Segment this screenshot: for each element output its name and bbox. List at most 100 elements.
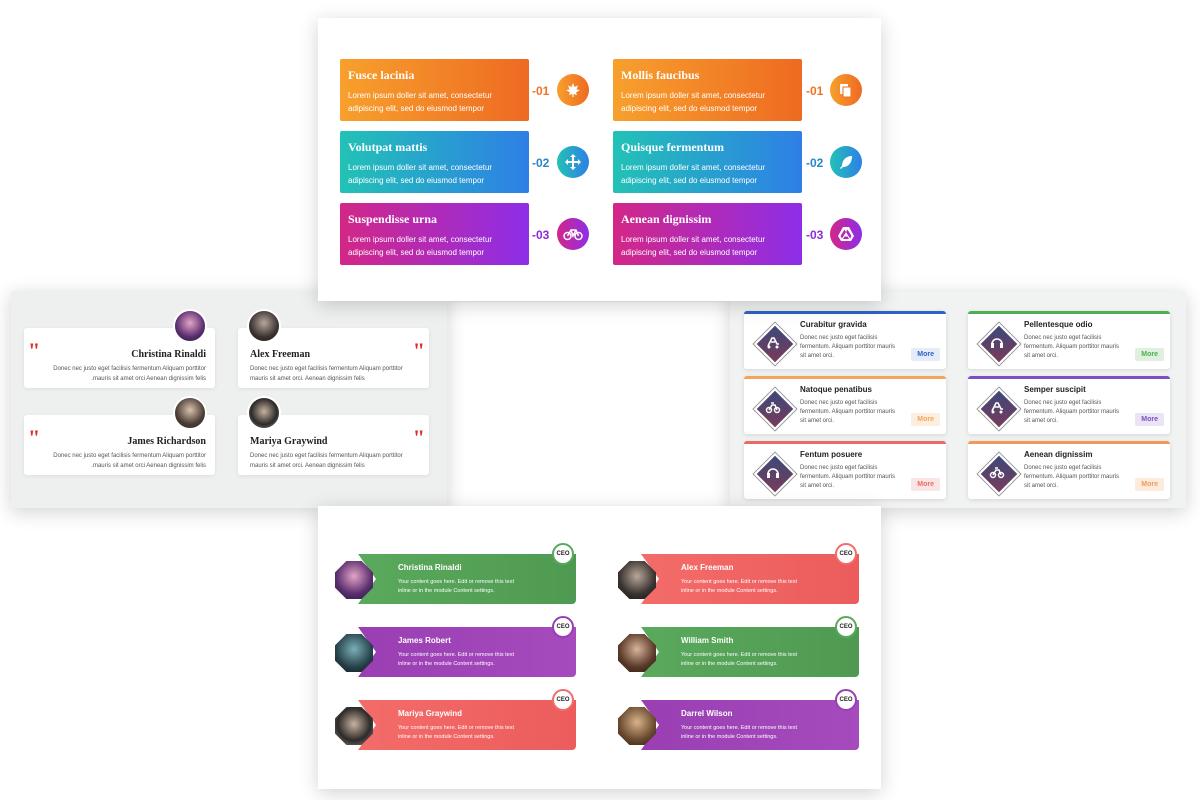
- more-button[interactable]: More: [911, 478, 940, 491]
- member-desc: Your content goes here. Edit or remove t…: [681, 578, 831, 596]
- testimonials-panel: " Christina Rinaldi Donec nec justo eget…: [11, 291, 447, 508]
- testimonial-name: James Richardson: [127, 436, 206, 447]
- feature-title: Aenean dignissim: [621, 212, 712, 226]
- feature-desc-line: Lorem ipsum doller sit amet, consectetur: [621, 91, 766, 100]
- feature-number: -01: [806, 84, 824, 98]
- member-avatar: [335, 707, 373, 745]
- feature-desc-line: Lorem ipsum doller sit amet, consectetur: [348, 91, 493, 100]
- service-desc: Donec nec justo eget facilisis fermentum…: [1024, 465, 1120, 489]
- feature-card[interactable]: Quisque fermentum Lorem ipsum doller sit…: [613, 131, 802, 193]
- team-banner[interactable]: James Robert Your content goes here. Edi…: [358, 627, 576, 677]
- member-name: James Robert: [398, 636, 451, 645]
- member-desc-line: inline or in the module Content settings…: [398, 588, 495, 594]
- member-desc: Your content goes here. Edit or remove t…: [681, 724, 831, 742]
- drive-icon: [830, 218, 862, 250]
- service-title: Aenean dignissim: [1024, 450, 1093, 459]
- testimonial-text-line: Donec nec justo eget facilisis fermentum…: [250, 453, 403, 459]
- team-banner[interactable]: Alex Freeman Your content goes here. Edi…: [641, 554, 859, 604]
- service-title: Natoque penatibus: [800, 385, 873, 394]
- feature-number: -01: [532, 84, 550, 98]
- feature-desc-line: Lorem ipsum doller sit amet, consectetur: [348, 235, 493, 244]
- ceo-badge: CEO: [552, 616, 574, 638]
- team-banner[interactable]: Darrel Wilson Your content goes here. Ed…: [641, 700, 859, 750]
- ceo-badge: CEO: [552, 689, 574, 711]
- headphones-icon: [977, 322, 1021, 366]
- member-avatar: [335, 561, 373, 599]
- member-desc: Your content goes here. Edit or remove t…: [398, 578, 548, 596]
- testimonial-text-line: .mauris sit amet orci Aenean dignissim f…: [91, 376, 206, 382]
- member-desc-line: Your content goes here. Edit or remove t…: [681, 579, 797, 585]
- feature-title: Mollis faucibus: [621, 68, 700, 82]
- member-avatar: [618, 707, 656, 745]
- quote-icon: ": [412, 338, 425, 363]
- testimonial-name: Alex Freeman: [250, 349, 311, 360]
- member-desc-line: inline or in the module Content settings…: [681, 734, 778, 740]
- more-button[interactable]: More: [911, 348, 940, 361]
- member-desc: Your content goes here. Edit or remove t…: [398, 724, 548, 742]
- services-panel: Curabitur gravida Donec nec justo eget f…: [730, 291, 1186, 508]
- member-desc: Your content goes here. Edit or remove t…: [681, 651, 831, 669]
- member-desc-line: inline or in the module Content settings…: [398, 661, 495, 667]
- testimonial-name: Mariya Graywind: [250, 436, 328, 447]
- feature-card[interactable]: Fusce lacinia Lorem ipsum doller sit ame…: [340, 59, 529, 121]
- testimonial-name: Christina Rinaldi: [131, 349, 206, 360]
- feature-card[interactable]: Suspendisse urna Lorem ipsum doller sit …: [340, 203, 529, 265]
- member-name: Darrel Wilson: [681, 709, 733, 718]
- feature-card[interactable]: Mollis faucibus Lorem ipsum doller sit a…: [613, 59, 802, 121]
- more-button[interactable]: More: [1135, 348, 1164, 361]
- more-button[interactable]: More: [1135, 478, 1164, 491]
- feature-number: -03: [532, 228, 550, 242]
- service-desc: Donec nec justo eget facilisis fermentum…: [1024, 400, 1120, 424]
- more-button[interactable]: More: [911, 413, 940, 426]
- member-avatar: [335, 634, 373, 672]
- member-desc-line: Your content goes here. Edit or remove t…: [681, 725, 797, 731]
- feature-title: Suspendisse urna: [348, 212, 438, 226]
- feature-card[interactable]: Aenean dignissim Lorem ipsum doller sit …: [613, 203, 802, 265]
- service-desc: Donec nec justo eget facilisis fermentum…: [1024, 335, 1120, 359]
- service-card[interactable]: Curabitur gravida Donec nec justo eget f…: [744, 311, 946, 369]
- service-card[interactable]: Fentum posuere Donec nec justo eget faci…: [744, 441, 946, 499]
- member-name: Christina Rinaldi: [398, 563, 462, 572]
- quote-icon: ": [28, 338, 41, 363]
- testimonial-text-line: .mauris sit amet orci Aenean dignissim f…: [91, 463, 206, 469]
- bicycle-icon: [557, 218, 589, 250]
- member-desc-line: inline or in the module Content settings…: [681, 661, 778, 667]
- member-desc-line: Your content goes here. Edit or remove t…: [398, 725, 514, 731]
- quote-icon: ": [412, 425, 425, 450]
- feature-number: -03: [806, 228, 824, 242]
- more-button[interactable]: More: [1135, 413, 1164, 426]
- ceo-badge: CEO: [835, 689, 857, 711]
- testimonial-text-line: Donec nec justo eget facilisis fermentum…: [53, 366, 206, 372]
- service-card[interactable]: Natoque penatibus Donec nec justo eget f…: [744, 376, 946, 434]
- team-banner[interactable]: William Smith Your content goes here. Ed…: [641, 627, 859, 677]
- service-card[interactable]: Pellentesque odio Donec nec justo eget f…: [968, 311, 1170, 369]
- avatar: [173, 309, 207, 343]
- feature-desc-line: adipiscing elit, sed do eiusmod tempor: [621, 248, 758, 257]
- team-banner[interactable]: Mariya Graywind Your content goes here. …: [358, 700, 576, 750]
- member-name: Alex Freeman: [681, 563, 734, 572]
- member-desc-line: Your content goes here. Edit or remove t…: [398, 652, 514, 658]
- feature-list-panel: Fusce lacinia Lorem ipsum doller sit ame…: [318, 18, 881, 301]
- feature-title: Fusce lacinia: [348, 68, 415, 82]
- testimonial-text: Donec nec justo eget facilisis fermentum…: [250, 451, 420, 471]
- service-desc: Donec nec justo eget facilisis fermentum…: [800, 465, 896, 489]
- feature-card[interactable]: Volutpat mattis Lorem ipsum doller sit a…: [340, 131, 529, 193]
- testimonial-text-line: mauris sit amet orci. Aenean dignissim f…: [250, 376, 365, 382]
- testimonial-text: Donec nec justo eget facilisis fermentum…: [250, 364, 420, 384]
- feature-title: Quisque fermentum: [621, 140, 724, 154]
- member-desc-line: inline or in the module Content settings…: [681, 588, 778, 594]
- maple-leaf-icon: [557, 74, 589, 106]
- service-card[interactable]: Aenean dignissim Donec nec justo eget fa…: [968, 441, 1170, 499]
- testimonial-text-line: Donec nec justo eget facilisis fermentum…: [250, 366, 403, 372]
- ceo-badge: CEO: [835, 616, 857, 638]
- testimonial-text: Donec nec justo eget facilisis fermentum…: [36, 451, 206, 471]
- team-panel: Christina Rinaldi Your content goes here…: [318, 506, 881, 789]
- feature-desc-line: adipiscing elit, sed do eiusmod tempor: [621, 104, 758, 113]
- service-card[interactable]: Semper suscipit Donec nec justo eget fac…: [968, 376, 1170, 434]
- quote-icon: ": [28, 425, 41, 450]
- service-desc: Donec nec justo eget facilisis fermentum…: [800, 335, 896, 359]
- member-avatar: [618, 561, 656, 599]
- feature-desc-line: adipiscing elit, sed do eiusmod tempor: [348, 248, 485, 257]
- feature-desc-line: adipiscing elit, sed do eiusmod tempor: [348, 104, 485, 113]
- team-banner[interactable]: Christina Rinaldi Your content goes here…: [358, 554, 576, 604]
